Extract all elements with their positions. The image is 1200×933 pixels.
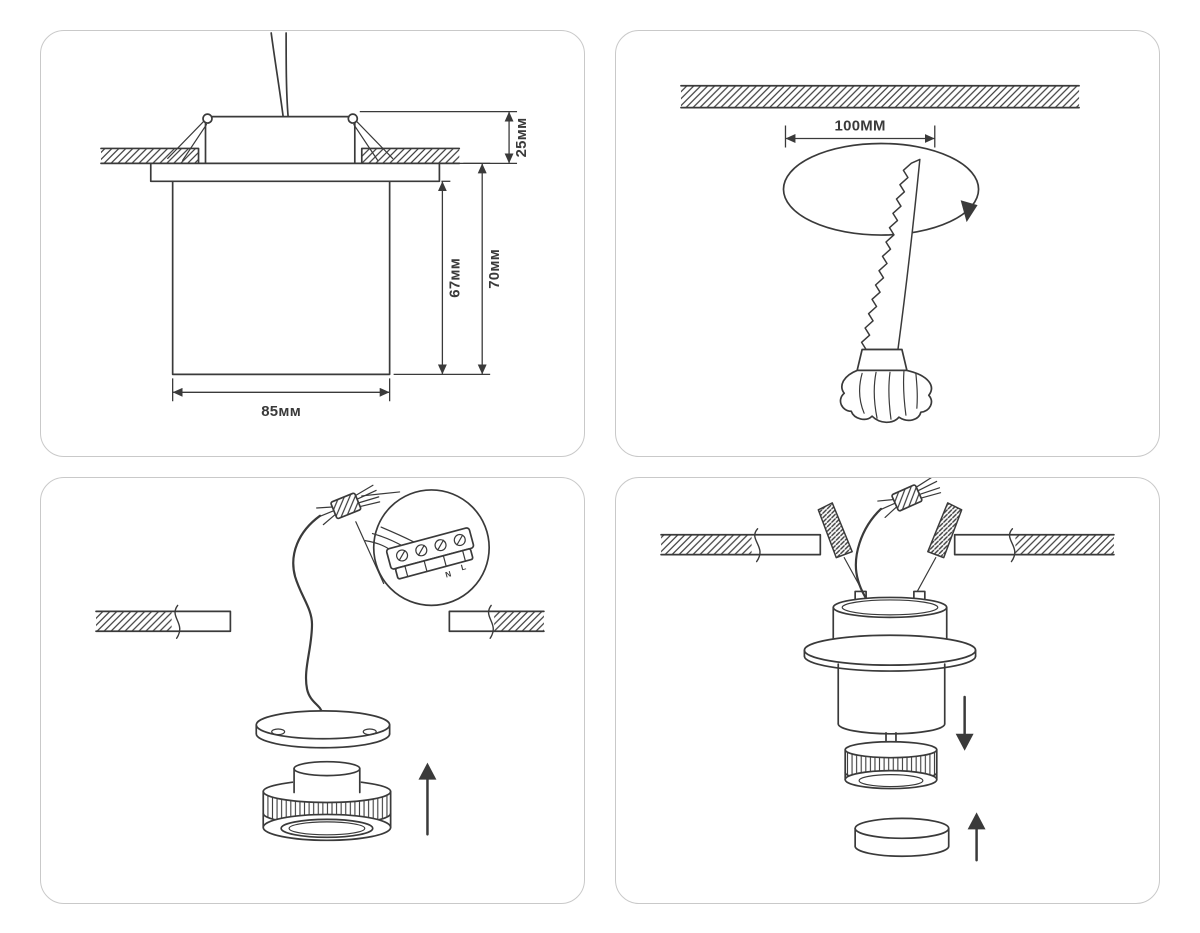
recessed-housing bbox=[167, 113, 394, 165]
panel-wiring-connection: N L bbox=[40, 477, 585, 904]
recessed-can bbox=[832, 596, 948, 641]
rotation-arrowhead bbox=[960, 200, 978, 223]
dimension-85mm: 85мм bbox=[172, 378, 391, 420]
label-100mm: 100ММ bbox=[835, 118, 886, 135]
ceiling-cross-section bbox=[660, 528, 1115, 563]
ceiling-cross-section bbox=[95, 604, 545, 639]
fixture-body bbox=[171, 180, 391, 376]
break-squiggle-right bbox=[1008, 528, 1016, 563]
panel-installation bbox=[615, 477, 1160, 904]
cutout-drawing: 100ММ bbox=[680, 84, 1080, 424]
plate-hole-right bbox=[362, 728, 377, 736]
wire-connector bbox=[877, 478, 942, 519]
dimensions-drawing: 25мм 67мм 70мм 85мм bbox=[100, 32, 530, 420]
supply-wire bbox=[292, 514, 324, 714]
terminal-label-n: N bbox=[444, 569, 452, 579]
diffuser-disc bbox=[854, 817, 950, 858]
panel-hole-cutout: 100ММ bbox=[615, 30, 1160, 457]
mounting-plate bbox=[255, 710, 391, 749]
break-squiggle-left bbox=[754, 528, 761, 563]
saw-ferrule bbox=[856, 348, 908, 372]
dimension-100mm: 100ММ bbox=[784, 118, 936, 148]
zoom-circle: N L bbox=[364, 489, 491, 607]
label-25mm: 25мм bbox=[513, 118, 530, 158]
break-squiggle-right bbox=[487, 604, 494, 639]
saw-handle-grip-lines bbox=[859, 370, 918, 420]
lens-ring bbox=[280, 818, 374, 839]
spring-pivot-right bbox=[347, 113, 359, 124]
wire-connector bbox=[316, 484, 381, 526]
label-85mm: 85мм bbox=[261, 403, 301, 420]
wiring-drawing: N L bbox=[95, 484, 545, 842]
supply-wire bbox=[270, 32, 289, 118]
label-70mm: 70мм bbox=[486, 249, 503, 289]
rotation-path bbox=[782, 142, 980, 236]
fixture-body bbox=[837, 663, 946, 735]
lamp-module bbox=[844, 740, 938, 790]
spring-clip-right bbox=[927, 502, 963, 559]
dimension-70mm: 70мм bbox=[393, 162, 503, 376]
spring-clip-left bbox=[817, 502, 853, 559]
arrow-up bbox=[418, 762, 437, 836]
trim-flange bbox=[803, 634, 977, 672]
spring-pivot-left bbox=[202, 113, 213, 124]
ceiling-cross-section bbox=[680, 84, 1080, 109]
trim-flange bbox=[149, 162, 441, 183]
label-67mm: 67мм bbox=[446, 258, 463, 298]
ceiling-cross-section bbox=[100, 147, 461, 165]
saw-blade bbox=[860, 158, 921, 351]
dimension-67mm: 67мм bbox=[437, 180, 463, 375]
arrow-down bbox=[955, 695, 974, 751]
terminal-block-zoom: N L bbox=[364, 526, 475, 580]
installation-drawing bbox=[660, 478, 1115, 862]
terminal-label-l: L bbox=[460, 562, 467, 572]
break-squiggle-left bbox=[174, 604, 181, 639]
plate-hole-left bbox=[271, 728, 286, 736]
spring-clips bbox=[817, 502, 963, 605]
panel-fixture-dimensions: 25мм 67мм 70мм 85мм bbox=[40, 30, 585, 457]
hole-saw bbox=[839, 158, 933, 424]
arrow-up bbox=[967, 812, 986, 862]
lamp-module bbox=[262, 760, 392, 842]
